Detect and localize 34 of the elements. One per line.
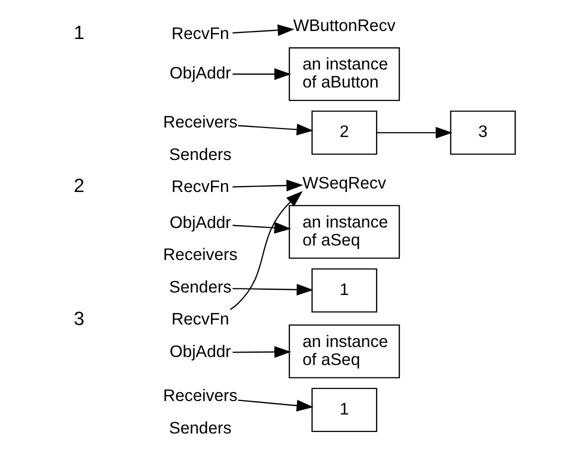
node-box: 1 xyxy=(310,388,377,432)
node-text: ObjAddr xyxy=(169,64,231,83)
label: 3 xyxy=(73,308,84,330)
node-text: Receivers xyxy=(162,112,238,132)
arrow xyxy=(376,126,452,139)
arrow xyxy=(232,68,291,80)
arrow xyxy=(237,400,313,412)
node-text: Receivers xyxy=(162,386,238,406)
label: 2 xyxy=(73,176,84,198)
node-box: an instance of aSeq xyxy=(288,205,400,259)
node-box: 1 xyxy=(310,268,377,313)
node-box: 3 xyxy=(450,110,516,155)
node-text: RecvFn xyxy=(171,310,229,329)
arrow xyxy=(232,346,291,358)
arrow xyxy=(229,191,302,310)
node-text: ObjAddr xyxy=(169,342,231,361)
node-text: ObjAddr xyxy=(169,212,231,232)
arrow xyxy=(232,284,313,296)
arrow xyxy=(237,124,313,136)
node-box: an instance of aButton xyxy=(288,47,400,102)
arrow xyxy=(232,24,294,36)
node-text: WSeqRecv xyxy=(302,174,386,192)
arrow xyxy=(232,180,303,192)
node-text: Receivers xyxy=(162,245,238,264)
node-text: RecvFn xyxy=(171,177,229,196)
node-box: 2 xyxy=(310,110,377,155)
node-text: WButtonRecv xyxy=(292,16,395,35)
node-text: Senders xyxy=(168,144,231,164)
label: 1 xyxy=(73,23,84,44)
node-text: Senders xyxy=(168,277,231,296)
arrow xyxy=(232,222,291,234)
node-box: an instance of aSeq xyxy=(288,324,400,378)
node-text: RecvFn xyxy=(171,24,229,44)
node-text: Senders xyxy=(168,418,231,438)
